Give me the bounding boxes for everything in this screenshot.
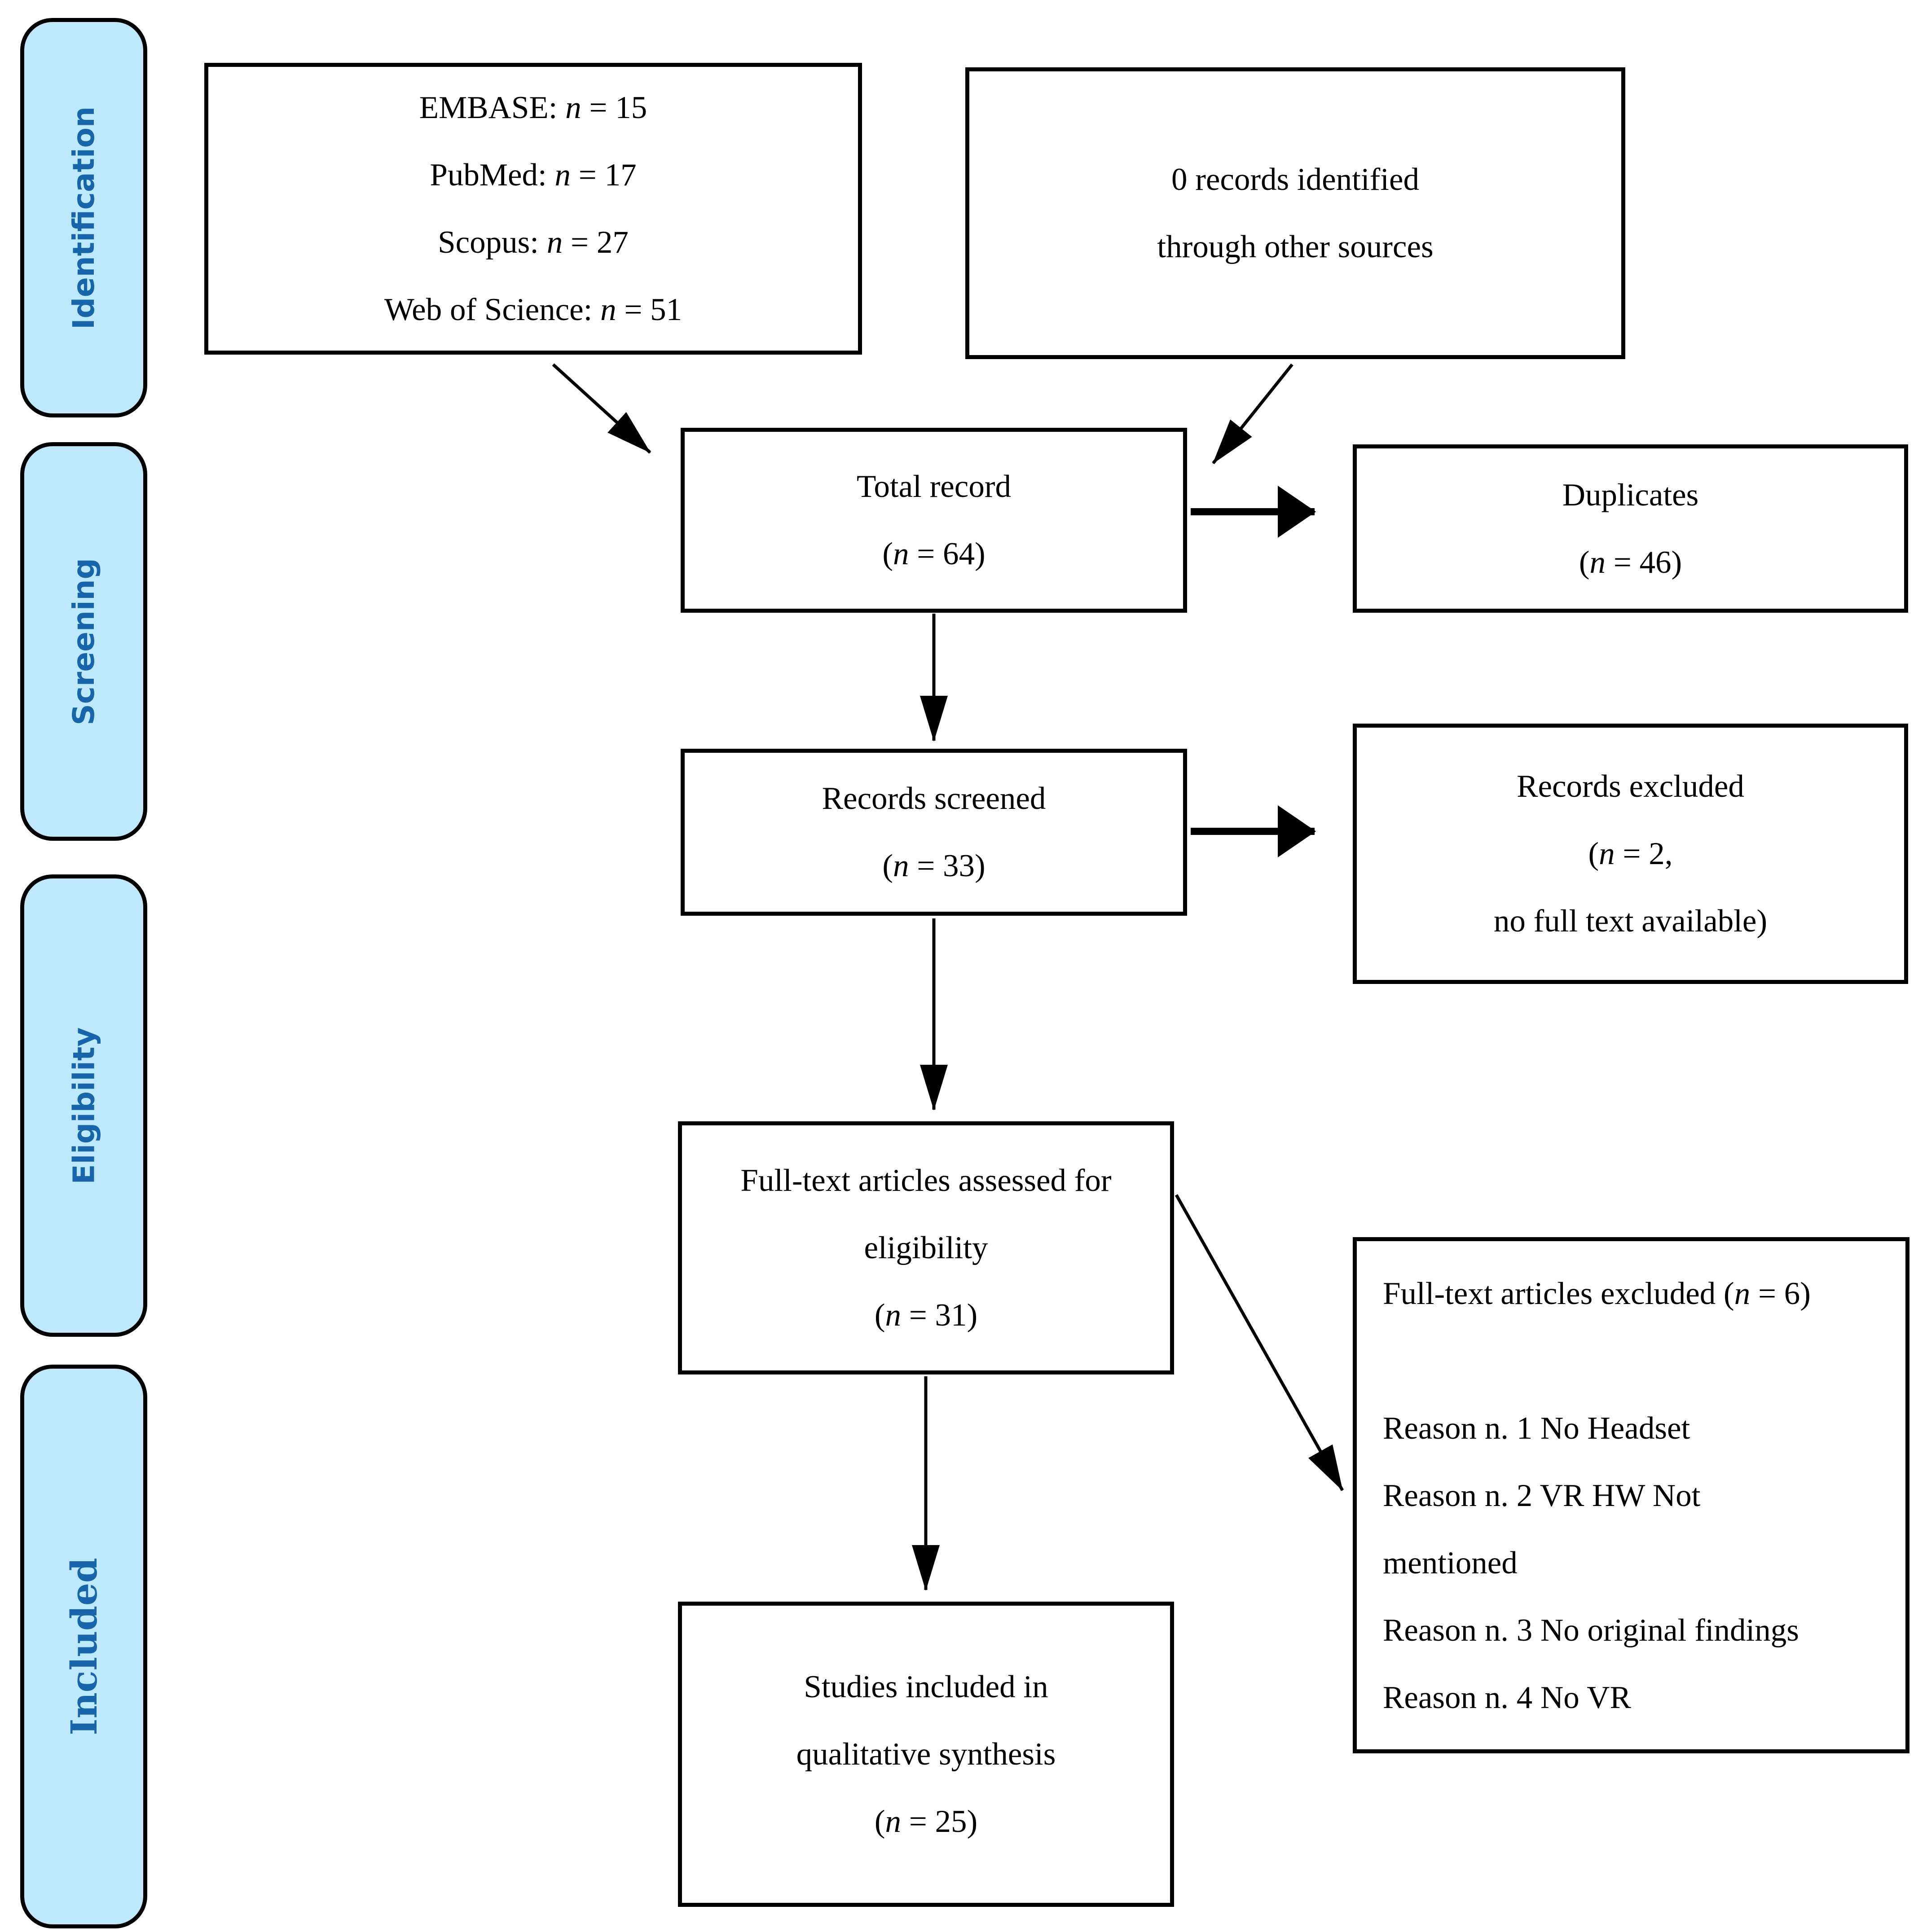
- box-line: (n = 25): [874, 1804, 978, 1839]
- box-line: Records excluded: [1517, 769, 1744, 804]
- box-line: no full text available): [1493, 904, 1768, 939]
- stage-eligibility: Eligibility: [20, 874, 147, 1337]
- box-line: (n = 46): [1579, 544, 1682, 580]
- box-line: (n = 31): [874, 1298, 978, 1333]
- box-line: (n = 33): [882, 848, 985, 883]
- arrow-sources-to-total: [552, 363, 651, 454]
- box-line: PubMed: n = 17: [430, 158, 637, 193]
- stage-included: Included: [20, 1365, 147, 1928]
- box-line: (n = 2,: [1588, 836, 1673, 871]
- box-line: Records screened: [822, 781, 1046, 816]
- box-line: EMBASE: n = 15: [419, 90, 647, 125]
- box-line: qualitative synthesis: [796, 1737, 1056, 1772]
- stage-identification: Identification: [20, 18, 147, 417]
- arrow-fulltext-to-excluded: [1175, 1194, 1344, 1491]
- box-other-sources: 0 records identified through other sourc…: [965, 67, 1625, 359]
- box-line: Total record: [857, 469, 1011, 504]
- box-line: through other sources: [1157, 229, 1434, 264]
- box-line: Full-text articles assessed for: [740, 1163, 1112, 1198]
- arrow-other-to-total: [1212, 363, 1293, 465]
- box-line: (n = 64): [882, 536, 985, 571]
- box-line: mentioned: [1383, 1546, 1518, 1581]
- box-line: 0 records identified: [1171, 162, 1420, 197]
- box-records-excluded: Records excluded (n = 2, no full text av…: [1353, 724, 1908, 984]
- box-sources: EMBASE: n = 15 PubMed: n = 17 Scopus: n …: [204, 63, 862, 355]
- box-fulltext-excluded: Full-text articles excluded (n = 6) Reas…: [1353, 1237, 1909, 1753]
- box-line: Reason n. 1 No Headset: [1383, 1411, 1690, 1446]
- box-line: Reason n. 2 VR HW Not: [1383, 1478, 1701, 1513]
- box-line: Reason n. 3 No original findings: [1383, 1613, 1799, 1648]
- box-studies-included: Studies included in qualitative synthesi…: [678, 1602, 1174, 1907]
- box-line: Studies included in: [804, 1669, 1048, 1704]
- box-fulltext-assessed: Full-text articles assessed for eligibil…: [678, 1121, 1174, 1374]
- box-duplicates: Duplicates (n = 46): [1353, 444, 1908, 613]
- box-line: eligibility: [864, 1230, 988, 1265]
- box-total-record: Total record (n = 64): [681, 428, 1187, 613]
- box-line: Reason n. 4 No VR: [1383, 1680, 1631, 1715]
- box-line: Duplicates: [1562, 477, 1699, 513]
- box-line: Web of Science: n = 51: [384, 292, 682, 327]
- box-line: Full-text articles excluded (n = 6): [1383, 1276, 1811, 1311]
- box-records-screened: Records screened (n = 33): [681, 749, 1187, 916]
- stage-screening: Screening: [20, 442, 147, 841]
- box-line: Scopus: n = 27: [438, 225, 629, 260]
